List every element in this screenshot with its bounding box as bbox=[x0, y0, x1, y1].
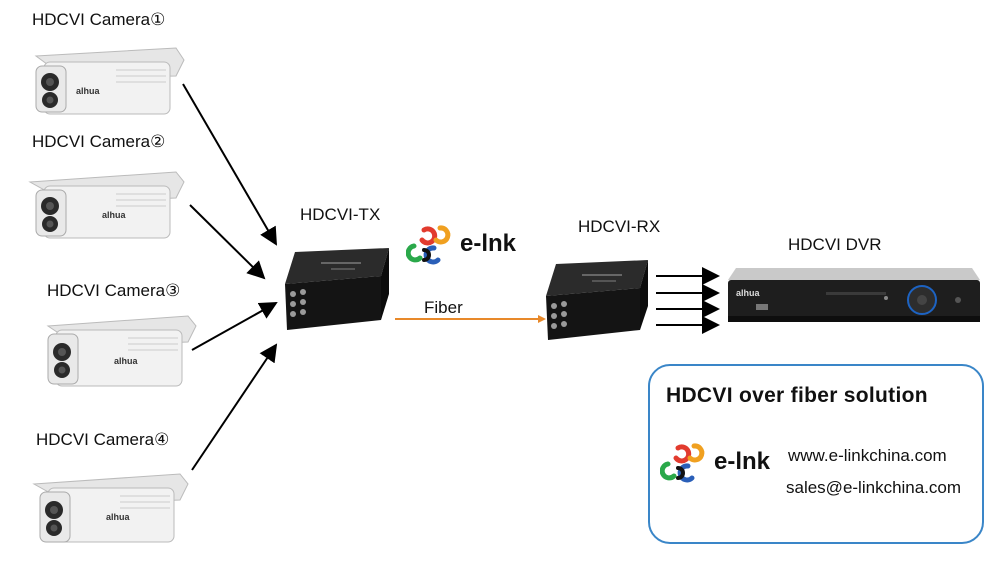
dvr-image: alhua bbox=[728, 268, 980, 322]
fiber-arrowhead bbox=[538, 315, 546, 323]
rx-device-image bbox=[546, 260, 648, 340]
tx-label: HDCVI-TX bbox=[300, 205, 381, 224]
camera-2-label: HDCVI Camera② bbox=[32, 132, 166, 151]
camera-2-arrow bbox=[189, 204, 266, 280]
camera-4-brand: alhua bbox=[106, 512, 131, 522]
camera-2-image: alhua bbox=[28, 171, 185, 239]
fiber-label: Fiber bbox=[424, 298, 463, 317]
panel-title: HDCVI over fiber solution bbox=[666, 384, 928, 407]
camera-3-label: HDCVI Camera③ bbox=[47, 281, 181, 300]
dvr-label: HDCVI DVR bbox=[788, 235, 882, 254]
elink-logo-icon bbox=[406, 225, 451, 265]
rx-label: HDCVI-RX bbox=[578, 217, 661, 236]
elink-brand-name-top: e-lnk bbox=[460, 230, 517, 257]
email-link[interactable]: sales@e-linkchina.com bbox=[786, 478, 962, 497]
tx-device-image bbox=[285, 248, 389, 330]
elink-panel-logo-icon bbox=[660, 443, 705, 483]
elink-brand-name-panel: e-lnk bbox=[714, 448, 771, 475]
camera-4-image: alhua bbox=[32, 473, 189, 543]
website-link[interactable]: www.e-linkchina.com bbox=[788, 446, 947, 465]
camera-3-arrow bbox=[191, 302, 278, 351]
camera-3-image: alhua bbox=[46, 315, 197, 387]
camera-3-brand: alhua bbox=[114, 356, 139, 366]
camera-1-image: alhua bbox=[34, 47, 185, 115]
camera-4-arrow bbox=[191, 343, 278, 471]
camera-4-label: HDCVI Camera④ bbox=[36, 430, 170, 449]
camera-2-brand: alhua bbox=[102, 210, 127, 220]
camera-1-brand: alhua bbox=[76, 86, 101, 96]
camera-1-label: HDCVI Camera① bbox=[32, 10, 166, 29]
elink-logo-panel: e-lnk bbox=[660, 440, 770, 484]
dvr-brand: alhua bbox=[736, 288, 761, 298]
camera-1-arrow bbox=[182, 83, 278, 246]
info-panel: HDCVI over fiber solution e-lnk www.e-li… bbox=[648, 364, 984, 544]
elink-logo-top: e-lnk bbox=[406, 222, 516, 266]
